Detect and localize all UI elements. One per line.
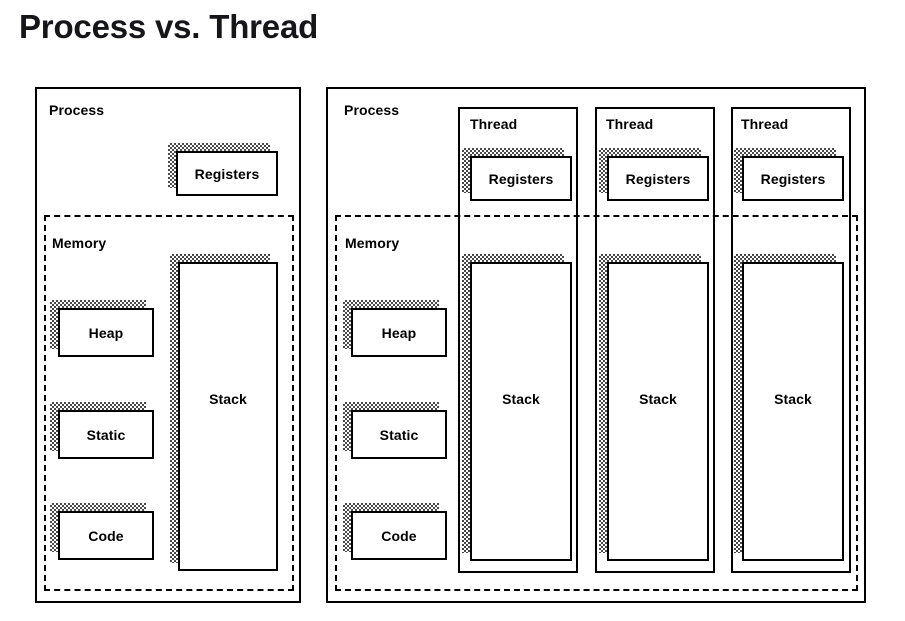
thread-caption-2: Thread <box>606 116 654 132</box>
code-box-left: Code <box>50 503 154 560</box>
heap-label: Heap <box>381 324 417 341</box>
box-face: Stack <box>607 262 709 561</box>
page-title: Process vs. Thread <box>19 8 319 45</box>
static-label: Static <box>379 426 419 443</box>
heap-label: Heap <box>88 324 124 341</box>
registers-label: Registers <box>488 170 554 187</box>
stack-label: Stack <box>774 391 812 407</box>
static-box-right: Static <box>343 402 447 459</box>
thread-caption-1: Thread <box>470 116 518 132</box>
static-box-left: Static <box>50 402 154 459</box>
registers-box-process-left: Registers <box>168 143 278 196</box>
box-face: Heap <box>58 308 154 357</box>
box-face: Stack <box>178 262 278 571</box>
registers-box-thread-3: Registers <box>734 148 844 201</box>
box-face: Stack <box>470 262 572 561</box>
stack-label: Stack <box>639 391 677 407</box>
box-face: Code <box>351 511 447 560</box>
registers-label: Registers <box>194 165 260 182</box>
registers-box-thread-1: Registers <box>462 148 572 201</box>
box-face: Registers <box>470 156 572 201</box>
stack-box-thread-2: Stack <box>599 254 709 561</box>
box-face: Registers <box>176 151 278 196</box>
stack-box-thread-1: Stack <box>462 254 572 561</box>
box-face: Heap <box>351 308 447 357</box>
stack-label: Stack <box>209 391 247 407</box>
memory-caption-right: Memory <box>345 235 400 251</box>
box-face: Registers <box>742 156 844 201</box>
box-face: Static <box>58 410 154 459</box>
heap-box-right: Heap <box>343 300 447 357</box>
code-box-right: Code <box>343 503 447 560</box>
memory-region-left <box>44 215 294 591</box>
code-label: Code <box>88 527 124 544</box>
code-label: Code <box>381 527 417 544</box>
process-caption-right: Process <box>344 102 400 118</box>
box-face: Registers <box>607 156 709 201</box>
stack-box-left: Stack <box>170 254 278 571</box>
box-face: Code <box>58 511 154 560</box>
registers-label: Registers <box>760 170 826 187</box>
thread-caption-3: Thread <box>741 116 789 132</box>
box-face: Stack <box>742 262 844 561</box>
thread-box-1 <box>458 107 578 573</box>
thread-box-2 <box>595 107 715 573</box>
registers-label: Registers <box>625 170 691 187</box>
memory-caption-left: Memory <box>52 235 107 251</box>
process-caption-left: Process <box>49 102 105 118</box>
box-face: Static <box>351 410 447 459</box>
thread-box-3 <box>731 107 851 573</box>
static-label: Static <box>86 426 126 443</box>
stack-box-thread-3: Stack <box>734 254 844 561</box>
stack-label: Stack <box>502 391 540 407</box>
heap-box-left: Heap <box>50 300 154 357</box>
registers-box-thread-2: Registers <box>599 148 709 201</box>
